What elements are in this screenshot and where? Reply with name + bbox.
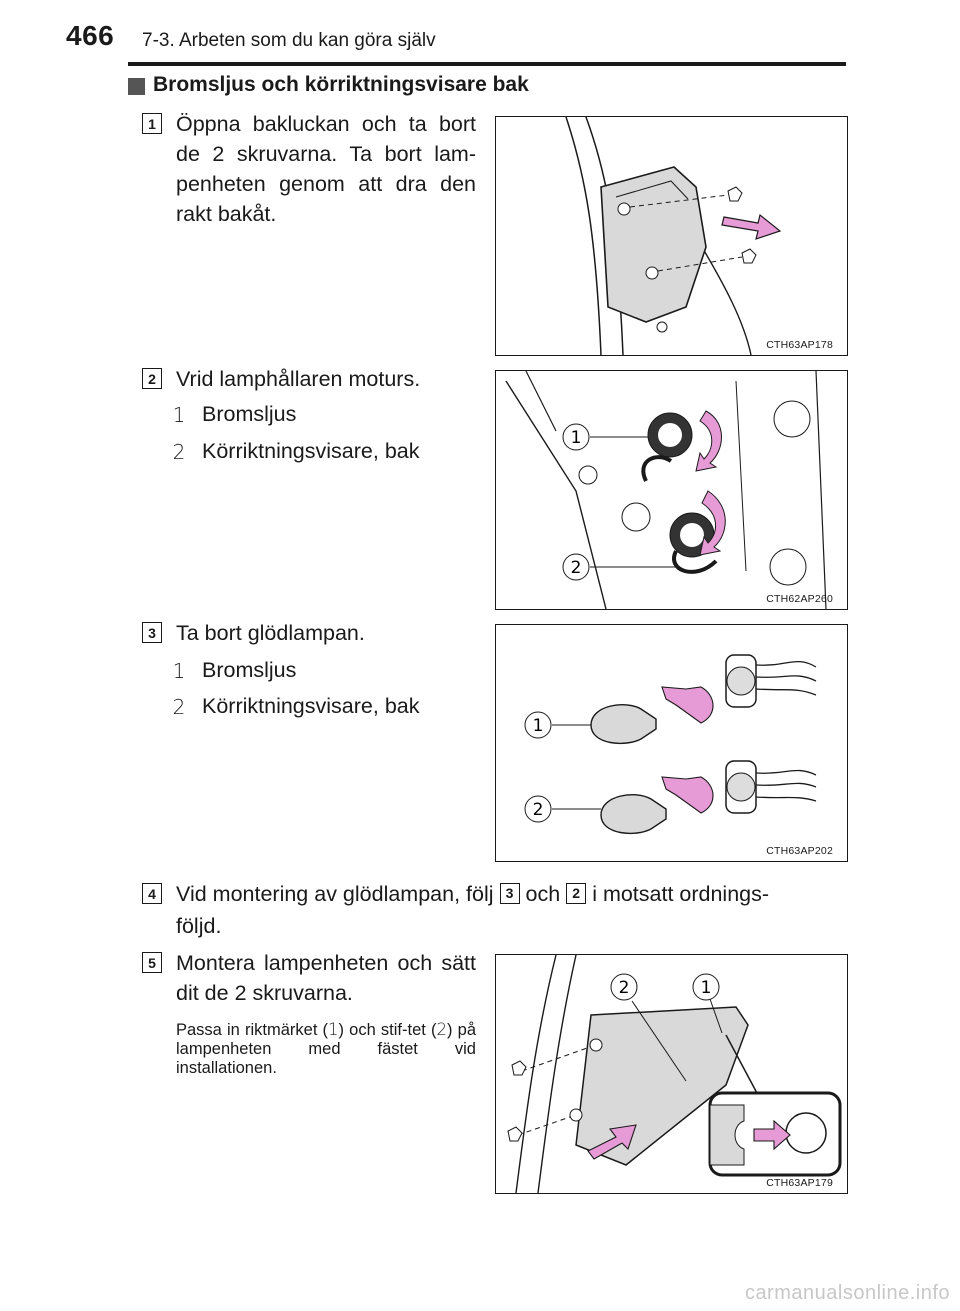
note-number-1: 1 <box>328 1020 339 1039</box>
chapter-title: 7-3. Arbeten som du kan göra själv <box>142 30 436 51</box>
figure-step-5: 2 1 CTH63AP179 <box>495 954 848 1194</box>
figure-callout-2: 2 <box>619 978 630 998</box>
figure-callout-2: 2 <box>533 800 544 820</box>
step-2-item-2-number: 2 <box>172 440 186 464</box>
section-title: Bromsljus och körriktningsvisare bak <box>153 73 529 96</box>
step-5-text: Montera lampenheten och sätt dit de 2 sk… <box>176 951 476 1005</box>
header-rule <box>128 62 846 66</box>
step-3-item-1-label: Bromsljus <box>202 658 297 682</box>
figure-step-3: 1 2 CTH63AP202 <box>495 624 848 862</box>
figure-callout-1: 1 <box>533 716 544 736</box>
taillight-removal-illustration <box>565 117 782 355</box>
step-2-item-2-label: Körriktningsvisare, bak <box>202 439 420 463</box>
step-number-2: 2 <box>142 368 162 389</box>
step-4-text-mid: och <box>525 882 561 906</box>
figure-code: CTH63AP178 <box>766 339 833 351</box>
step-2-item-1-number: 1 <box>172 403 186 427</box>
figure-callout-2: 2 <box>571 558 582 578</box>
section-bullet-icon <box>128 78 145 95</box>
step-4-text-before: Vid montering av glödlampan, följ <box>176 882 494 906</box>
bulb-holder-rotation-illustration: 1 2 <box>505 371 827 609</box>
step-3-item-2-number: 2 <box>172 695 186 719</box>
step-number-4: 4 <box>142 883 162 904</box>
step-2-item-1-label: Bromsljus <box>202 402 297 426</box>
lamp-installation-illustration: 2 1 <box>507 955 842 1193</box>
step-4-text-line2: följd. <box>176 914 222 938</box>
step-number-5: 5 <box>142 952 162 973</box>
step-2-text: Vrid lamphållaren moturs. <box>176 367 421 391</box>
step-4-text-after: i motsatt ordnings- <box>592 882 770 906</box>
step-ref-3: 3 <box>499 882 520 904</box>
figure-callout-1: 1 <box>571 428 582 448</box>
step-3-item-2-label: Körriktningsvisare, bak <box>202 694 420 718</box>
step-5-note: Passa in riktmärket (1) och stif-tet (2)… <box>176 1020 476 1077</box>
page-number: 466 <box>66 20 115 51</box>
bulb-removal-illustration: 1 2 <box>524 654 817 835</box>
figure-step-2: 1 2 CTH62AP260 <box>495 370 848 610</box>
figure-callout-1: 1 <box>701 978 712 998</box>
step-ref-2: 2 <box>566 882 587 904</box>
watermark: carmanualsonline.info <box>744 1282 950 1304</box>
note-number-2: 2 <box>436 1020 448 1039</box>
step-number-3: 3 <box>142 622 162 643</box>
step-3-text: Ta bort glödlampan. <box>176 621 365 645</box>
step-3-item-1-number: 1 <box>172 659 186 683</box>
figure-code: CTH62AP260 <box>766 593 833 605</box>
figure-step-1: CTH63AP178 <box>495 116 848 356</box>
figure-code: CTH63AP179 <box>766 1177 833 1189</box>
step-1-text: Öppna bakluckan och ta bort de 2 skruvar… <box>176 112 476 226</box>
step-number-1: 1 <box>142 113 162 134</box>
figure-code: CTH63AP202 <box>766 845 833 857</box>
